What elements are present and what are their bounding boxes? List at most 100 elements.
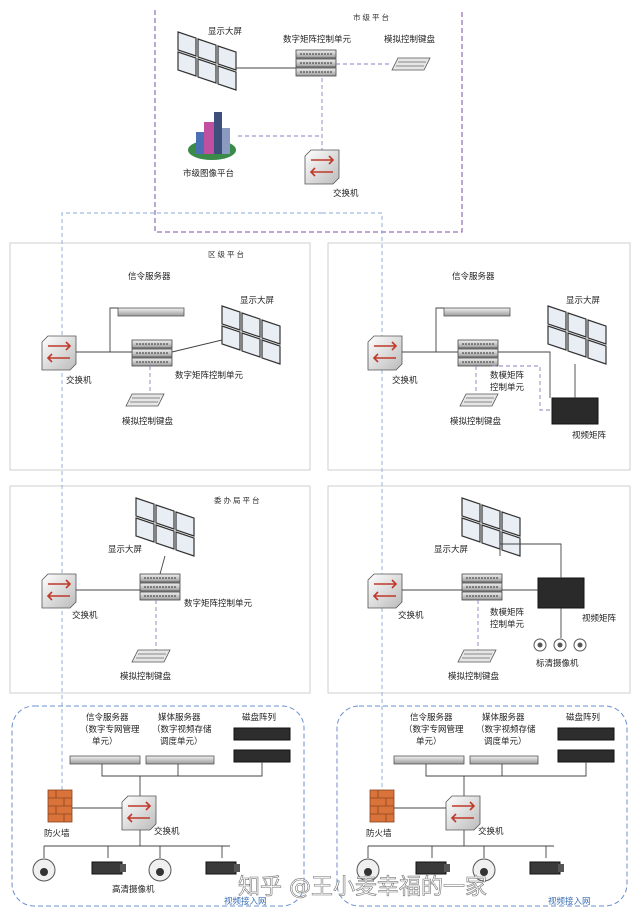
dl-matrix-label: 数字矩阵控制单元 xyxy=(175,370,244,381)
cr-sd-camera-label: 标清摄像机 xyxy=(536,658,579,669)
dr-video-matrix xyxy=(551,397,599,425)
al-disk-label: 磁盘阵列 xyxy=(242,712,276,723)
ar-switch-icon xyxy=(445,795,481,831)
ar-firewall-label: 防火墙 xyxy=(366,828,392,839)
dr-keyboard xyxy=(459,393,499,407)
ar-camera-dome-2 xyxy=(472,858,496,882)
ar-signal-server xyxy=(393,755,465,765)
cr-matrix-label-2: 控制单元 xyxy=(490,619,525,630)
ar-disk-array-2 xyxy=(557,749,615,763)
cr-switch-label: 交换机 xyxy=(398,610,424,621)
ar-camera-box-2 xyxy=(529,861,564,875)
ar-media-label-1: 媒体服务器 xyxy=(482,712,525,723)
dr-video-matrix-label: 视频矩阵 xyxy=(572,430,607,441)
al-camera-dome-2 xyxy=(148,858,172,882)
cl-keyboard-label: 模拟控制键盘 xyxy=(120,671,172,682)
committee-right-box xyxy=(327,485,631,694)
ar-media-label-2: （数字视频存储 xyxy=(476,724,536,735)
ar-firewall-icon xyxy=(369,789,395,823)
city-keyboard xyxy=(391,57,431,71)
city-image-platform-icon xyxy=(188,112,236,160)
ar-disk-array-1 xyxy=(557,727,615,741)
ar-switch-label: 交换机 xyxy=(478,826,504,837)
al-camera-dome-1 xyxy=(32,858,56,882)
dl-screen-label: 显示大屏 xyxy=(240,295,275,306)
dr-signal-link xyxy=(435,307,444,352)
al-firewall-icon xyxy=(47,789,73,823)
al-firewall-label: 防火墙 xyxy=(44,828,70,839)
al-camera-box-2 xyxy=(205,861,240,875)
al-server-bus xyxy=(101,762,263,796)
cr-screen-video-link xyxy=(499,543,562,578)
city-screen-wall xyxy=(177,31,237,91)
ar-camera-bus xyxy=(367,830,554,858)
dl-switch-label: 交换机 xyxy=(66,375,92,386)
dr-switch-label: 交换机 xyxy=(392,375,418,386)
ar-camera-box-1 xyxy=(415,861,450,875)
ar-camera-dome-1 xyxy=(356,858,380,882)
district-right-box xyxy=(327,242,631,471)
al-disk-array-1 xyxy=(233,727,291,741)
dr-matrix-video-dash xyxy=(492,365,552,411)
dl-screen-link xyxy=(171,339,223,353)
district-left-box xyxy=(9,242,311,471)
cr-video-matrix-label: 视频矩阵 xyxy=(582,613,617,624)
al-hd-camera-label: 高清摄像机 xyxy=(112,884,155,895)
ar-signal-label-1: 信令服务器 xyxy=(410,712,453,723)
committee-left-title: 委办局平台 xyxy=(214,495,262,505)
al-signal-label-1: 信令服务器 xyxy=(86,712,129,723)
al-switch-label: 交换机 xyxy=(154,826,180,837)
dr-screen-label: 显示大屏 xyxy=(566,295,601,306)
city-title: 市级平台 xyxy=(353,12,391,22)
al-switch-icon xyxy=(121,795,157,831)
city-switch-label: 交换机 xyxy=(333,188,359,199)
city-matrix-label: 数字矩阵控制单元 xyxy=(283,34,352,45)
cr-switch-icon xyxy=(367,573,403,609)
al-camera-box-1 xyxy=(91,861,126,875)
al-signal-server xyxy=(69,755,141,765)
ar-signal-label-2: （数字专网管理 xyxy=(404,724,464,735)
cl-screen-link xyxy=(159,555,166,575)
al-disk-array-2 xyxy=(233,749,291,763)
city-matrix-unit xyxy=(295,49,337,77)
dl-signal-label: 信令服务器 xyxy=(128,271,171,282)
dr-screen-wall xyxy=(547,305,607,365)
cl-matrix-label: 数字矩阵控制单元 xyxy=(184,598,253,609)
dr-matrix-label-2: 控制单元 xyxy=(490,382,525,393)
dr-keyboard-label: 模拟控制键盘 xyxy=(450,416,502,427)
cl-matrix-unit xyxy=(139,573,181,601)
city-platform-border xyxy=(154,10,463,233)
al-media-label-2: （数字视频存储 xyxy=(152,724,212,735)
al-media-server xyxy=(145,755,215,765)
cr-keyboard xyxy=(457,649,497,663)
access-left-border xyxy=(11,705,305,907)
dl-signal-link xyxy=(109,307,118,352)
ar-media-server xyxy=(469,755,539,765)
cl-switch-icon xyxy=(41,573,77,609)
cl-switch-label: 交换机 xyxy=(72,610,98,621)
watermark-text: 知乎 @王小麦幸福的一家 xyxy=(238,875,487,900)
dr-signal-label: 信令服务器 xyxy=(452,271,495,282)
dr-signal-server xyxy=(443,307,511,317)
al-media-label-3: 调度单元） xyxy=(160,736,203,747)
committee-left-box xyxy=(9,485,311,694)
dr-matrix-label-1: 数模矩阵 xyxy=(490,370,525,381)
cr-sd-cameras xyxy=(533,638,587,652)
cr-keyboard-label: 模拟控制键盘 xyxy=(448,671,500,682)
dl-switch-icon xyxy=(41,335,77,371)
dl-keyboard xyxy=(125,393,165,407)
ar-disk-label: 磁盘阵列 xyxy=(566,712,600,723)
dl-signal-server xyxy=(117,307,185,317)
al-signal-label-2: （数字专网管理 xyxy=(80,724,140,735)
city-keyboard-label: 模拟控制键盘 xyxy=(384,34,436,45)
cl-screen-label: 显示大屏 xyxy=(108,544,143,555)
ar-signal-label-3: 单元） xyxy=(416,736,442,747)
district-left-title: 区级平台 xyxy=(208,249,246,259)
dl-keyboard-label: 模拟控制键盘 xyxy=(122,416,174,427)
ar-net-label: 视频接入网 xyxy=(548,896,591,907)
cr-matrix-label-1: 数模矩阵 xyxy=(490,607,525,618)
city-image-platform-label: 市级图像平台 xyxy=(183,168,234,179)
al-signal-label-3: 单元） xyxy=(92,736,118,747)
ar-server-bus xyxy=(425,762,587,796)
